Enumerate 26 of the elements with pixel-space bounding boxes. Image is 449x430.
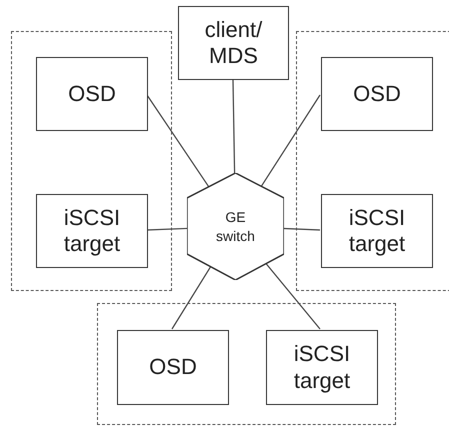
- dashed-group-box: [11, 31, 172, 291]
- node-label: OSD: [149, 354, 197, 381]
- node-label: OSD: [68, 80, 116, 108]
- process-box: [36, 194, 148, 268]
- connector-line: [146, 94, 210, 188]
- process-box: [117, 330, 229, 405]
- connector-line: [260, 94, 320, 187]
- node-label: iSCSI target: [348, 204, 406, 258]
- node-label: iSCSI target: [62, 204, 122, 258]
- process-box: [178, 6, 289, 80]
- connector-line: [146, 228, 188, 231]
- node-label: OSD: [353, 80, 401, 108]
- node-label: client/ MDS: [204, 16, 264, 70]
- switch-hexagon: [187, 173, 284, 280]
- process-box: [266, 330, 378, 405]
- process-box: [321, 57, 433, 131]
- process-box: [321, 194, 433, 268]
- dashed-group-box: [97, 303, 396, 425]
- connector-line: [232, 80, 236, 174]
- dashed-group-box: [296, 31, 449, 291]
- node-label: GE switch: [215, 208, 256, 245]
- process-box: [36, 57, 148, 131]
- node-label: iSCSI target: [292, 341, 352, 394]
- connector-line: [266, 263, 320, 330]
- connector-line: [172, 266, 212, 330]
- connector-line: [284, 228, 320, 231]
